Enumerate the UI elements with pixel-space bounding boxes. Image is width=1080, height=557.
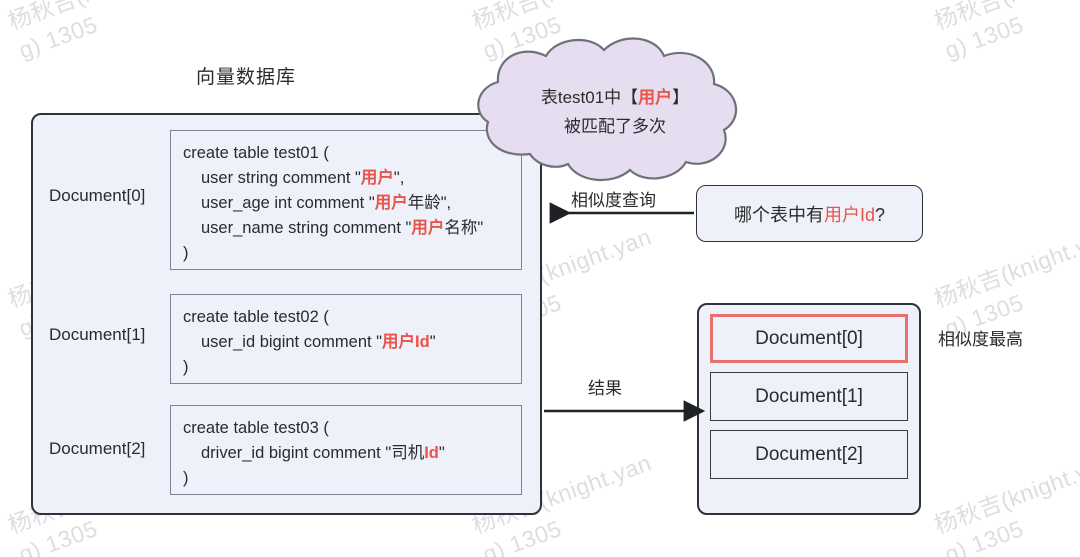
code-line: user_age int comment "用户年龄",: [183, 191, 509, 216]
watermark-text: 杨秋吉(knight.yan g) 1305: [930, 449, 1080, 557]
code-0-1-seg-0: user string comment ": [201, 169, 361, 187]
code-2-1-seg-2: Id: [424, 444, 439, 462]
query-seg-1: 用户Id: [823, 204, 875, 225]
code-line: user string comment "用户",: [183, 166, 509, 191]
code-0-3-seg-1: 用户: [411, 219, 445, 237]
document-label-2: Document[2]: [49, 439, 146, 458]
code-block-test03: create table test03 ( driver_id bigint co…: [170, 405, 522, 495]
code-line: create table test02 (: [183, 305, 509, 330]
document-label-0: Document[0]: [49, 186, 146, 205]
result-arrow-label: 结果: [588, 379, 622, 398]
code-line: ): [183, 355, 509, 380]
code-2-0-seg-0: create table test03 (: [183, 419, 329, 437]
result-item-2[interactable]: Document[2]: [710, 430, 908, 479]
code-1-0-seg-0: create table test02 (: [183, 308, 329, 326]
cloud-shape: [477, 37, 738, 182]
code-2-1-seg-0: driver_id bigint comment ": [201, 444, 392, 462]
code-0-3-seg-2: 名称": [444, 219, 484, 237]
code-line: create table test03 (: [183, 416, 509, 441]
code-0-2-seg-1: 用户: [374, 194, 408, 212]
code-0-2-seg-0: user_age int comment ": [201, 194, 375, 212]
document-label-1: Document[1]: [49, 325, 146, 344]
code-1-1-seg-0: user_id bigint comment ": [201, 333, 383, 351]
similarity-query-label: 相似度查询: [571, 191, 656, 210]
query-seg-0: 哪个表中有: [733, 204, 824, 225]
code-0-1-seg-2: ",: [393, 169, 405, 187]
code-line: driver_id bigint comment "司机Id": [183, 441, 509, 466]
query-text: 哪个表中有用户Id?: [734, 201, 885, 227]
code-2-2-seg-0: ): [183, 469, 189, 487]
result-item-0-label: Document[0]: [755, 327, 863, 349]
code-0-1-seg-1: 用户: [360, 169, 394, 187]
code-0-3-seg-0: user_name string comment ": [201, 219, 412, 237]
query-box: 哪个表中有用户Id?: [696, 185, 923, 242]
vector-db-title: 向量数据库: [196, 67, 297, 88]
code-1-1-seg-1: 用户Id: [382, 333, 430, 351]
code-line: ): [183, 466, 509, 491]
code-1-2-seg-0: ): [183, 358, 189, 376]
watermark-text: 杨秋吉(knight.yan g) 1305: [5, 0, 191, 64]
code-1-1-seg-2: ": [429, 333, 436, 351]
code-0-0-seg-0: create table test01 (: [183, 144, 329, 162]
code-line: user_name string comment "用户名称": [183, 216, 509, 241]
result-item-1-label: Document[1]: [755, 385, 863, 407]
cloud-callout: 表test01中【用户】 被匹配了多次: [470, 36, 760, 184]
result-item-2-label: Document[2]: [755, 443, 863, 465]
result-item-1[interactable]: Document[1]: [710, 372, 908, 421]
watermark-text: 杨秋吉(knight.yan g) 1305: [931, 0, 1080, 64]
results-panel: Document[0] Document[1] Document[2]: [697, 303, 921, 515]
code-line: create table test01 (: [183, 141, 509, 166]
code-0-2-seg-2: 年龄",: [407, 194, 452, 212]
code-line: user_id bigint comment "用户Id": [183, 330, 509, 355]
result-item-0[interactable]: Document[0]: [710, 314, 908, 363]
code-line: ): [183, 241, 509, 266]
highest-similarity-label: 相似度最高: [938, 330, 1023, 349]
code-0-4-seg-0: ): [183, 244, 189, 262]
code-block-test02: create table test02 ( user_id bigint comm…: [170, 294, 522, 384]
query-seg-2: ?: [875, 204, 886, 225]
code-2-1-seg-3: ": [438, 444, 445, 462]
code-block-test01: create table test01 ( user string comment…: [170, 130, 522, 270]
code-2-1-seg-1: 司机: [391, 444, 425, 462]
